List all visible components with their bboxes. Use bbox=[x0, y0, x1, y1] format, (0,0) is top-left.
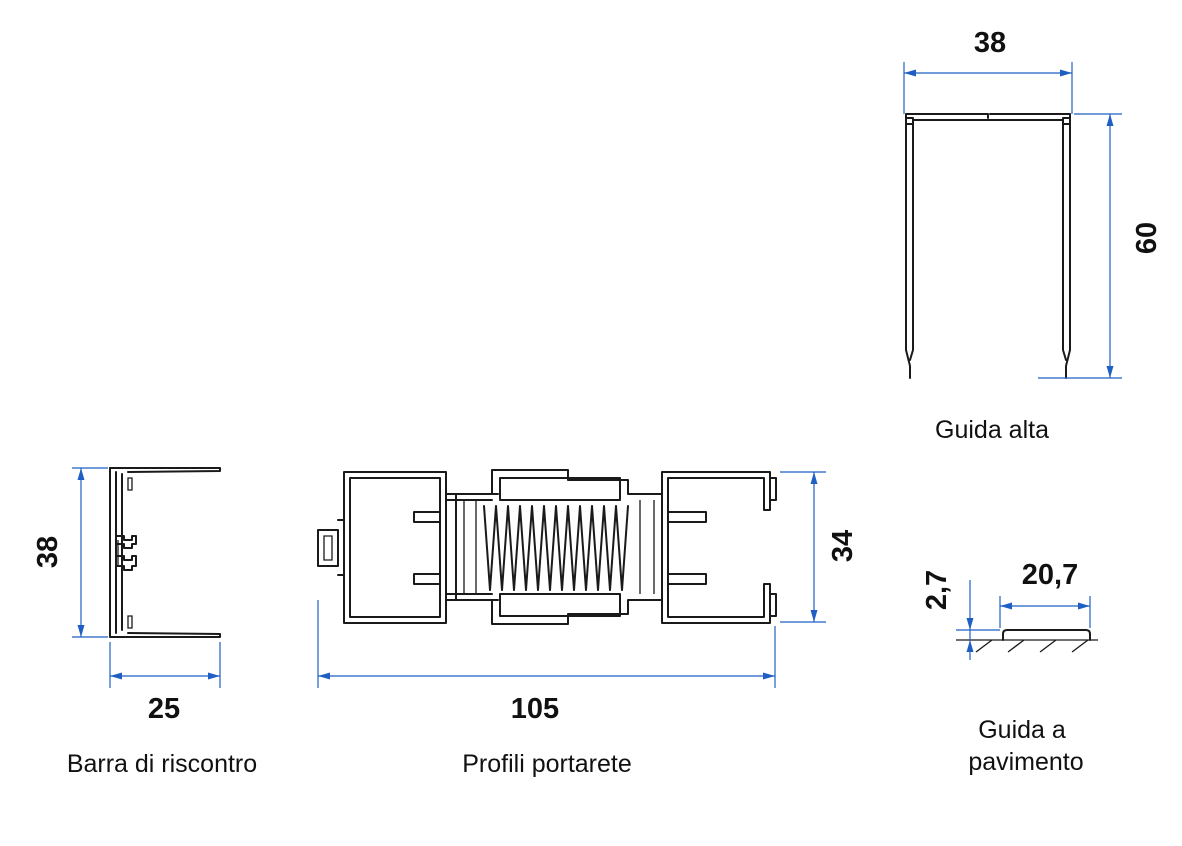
guida-alta-profile bbox=[905, 113, 1071, 379]
guida-a-pavimento-height-dimension: 2,7 bbox=[921, 570, 1000, 660]
profili-portarete-profile bbox=[317, 469, 777, 625]
guida-alta-height-label: 60 bbox=[1131, 222, 1163, 254]
guida-a-pavimento-caption-line1: Guida a bbox=[978, 716, 1066, 744]
profili-portarete-height-dimension: 34 bbox=[780, 471, 859, 623]
guida-alta-height-dimension: 60 bbox=[1038, 113, 1163, 379]
barra-di-riscontro-figure: 38 25 Barra di riscontro bbox=[32, 467, 257, 778]
barra-di-riscontro-caption: Barra di riscontro bbox=[67, 750, 257, 778]
barra-width-label: 25 bbox=[148, 693, 180, 725]
barra-di-riscontro-profile bbox=[109, 467, 221, 638]
pavimento-height-label: 2,7 bbox=[921, 570, 953, 610]
guida-a-pavimento-profile bbox=[956, 629, 1098, 653]
guida-a-pavimento-figure: 2,7 20,7 Guida a pavimento bbox=[921, 559, 1098, 776]
portarete-width-label: 105 bbox=[511, 693, 559, 725]
guida-alta-caption: Guida alta bbox=[935, 416, 1049, 444]
guida-alta-width-label: 38 bbox=[974, 27, 1006, 59]
barra-di-riscontro-height-dimension: 38 bbox=[32, 467, 108, 638]
portarete-height-label: 34 bbox=[827, 530, 859, 562]
profili-portarete-width-dimension: 105 bbox=[317, 600, 776, 725]
barra-di-riscontro-width-dimension: 25 bbox=[109, 642, 221, 725]
pavimento-width-label: 20,7 bbox=[1022, 559, 1078, 591]
guida-a-pavimento-caption-line2: pavimento bbox=[968, 748, 1083, 776]
guida-alta-figure: 38 60 Guida alta bbox=[903, 27, 1163, 444]
guida-a-pavimento-width-dimension: 20,7 bbox=[999, 559, 1091, 628]
profili-portarete-caption: Profili portarete bbox=[462, 750, 632, 778]
guida-alta-width-dimension: 38 bbox=[903, 27, 1073, 114]
barra-height-label: 38 bbox=[32, 536, 64, 568]
profili-portarete-figure: 105 34 Profili portarete bbox=[317, 469, 859, 778]
